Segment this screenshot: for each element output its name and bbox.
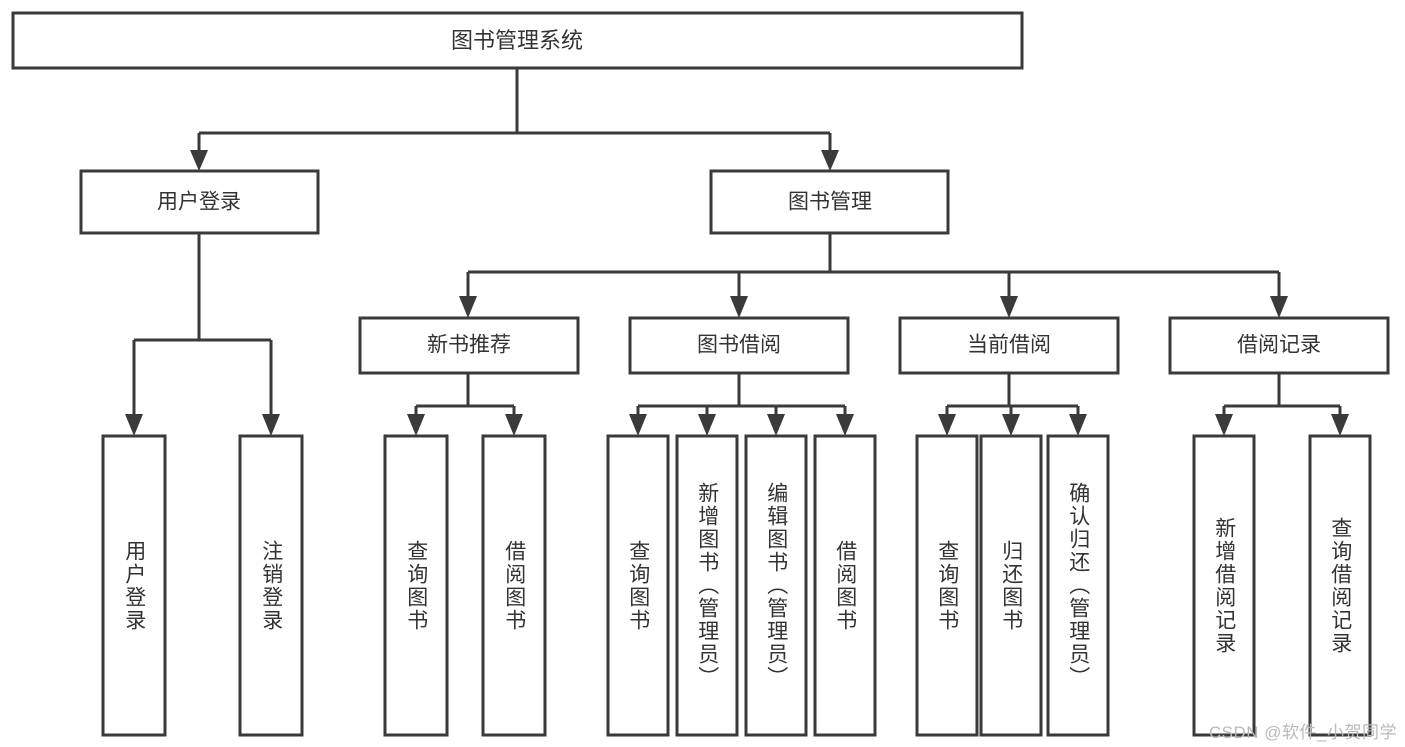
csdn-watermark: CSDN @软件_小贺同学 <box>1208 723 1397 742</box>
arrow-bookborrow-leaf-3 <box>767 414 785 436</box>
node-box-book-management[interactable] <box>709 169 950 235</box>
arrow-bookmgmt-child-2 <box>730 296 748 318</box>
node-box-user-login[interactable] <box>79 169 320 235</box>
node-box-root[interactable] <box>11 11 1024 70</box>
connector-layer <box>125 68 1349 436</box>
node-label-borrow-record: 借阅记录 <box>1237 334 1321 357</box>
arrow-bookmgmt-child-1 <box>459 296 477 318</box>
node-label-current-borrow: 当前借阅 <box>967 334 1051 357</box>
node-box-new-book-recommend[interactable] <box>358 316 580 375</box>
node-label-user-login: 用户登录 <box>157 191 241 214</box>
node-box-leaf-query-book-1[interactable] <box>383 434 449 737</box>
node-label-book-management: 图书管理 <box>788 191 872 214</box>
node-box-leaf-add-book[interactable] <box>675 434 739 737</box>
node-box-book-borrow[interactable] <box>628 316 850 375</box>
node-layer: 图书管理系统 用户登录 图书管理 新书推荐 图书借阅 当前借阅 借阅记录 <box>11 11 1390 737</box>
node-box-leaf-user-login[interactable] <box>101 434 167 737</box>
arrow-bookborrow-leaf-4 <box>836 414 854 436</box>
node-box-leaf-edit-book[interactable] <box>744 434 808 737</box>
node-box-borrow-record[interactable] <box>1168 316 1390 375</box>
arrow-currentborrow-leaf-1 <box>938 414 956 436</box>
node-box-leaf-return-book[interactable] <box>979 434 1043 737</box>
node-box-current-borrow[interactable] <box>898 316 1120 375</box>
arrow-bookmgmt-child-3 <box>1000 296 1018 318</box>
node-box-leaf-confirm-return[interactable] <box>1046 434 1110 737</box>
arrow-userlogin-leaf-2 <box>262 414 280 436</box>
arrow-newbook-leaf-1 <box>407 414 425 436</box>
arrow-root-to-user-login <box>190 150 208 171</box>
node-box-leaf-user-logout[interactable] <box>238 434 304 737</box>
node-box-leaf-borrow-book-2[interactable] <box>813 434 877 737</box>
arrow-borrowrecord-leaf-1 <box>1215 414 1233 436</box>
arrow-borrowrecord-leaf-2 <box>1331 414 1349 436</box>
node-box-leaf-query-book-3[interactable] <box>915 434 979 737</box>
node-label-root: 图书管理系统 <box>451 28 583 53</box>
node-box-leaf-add-record[interactable] <box>1192 434 1256 737</box>
node-box-leaf-borrow-book-1[interactable] <box>481 434 547 737</box>
arrow-newbook-leaf-2 <box>505 414 523 436</box>
arrow-root-to-book-management <box>821 150 839 171</box>
arrow-userlogin-leaf-1 <box>125 414 143 436</box>
node-box-leaf-query-record[interactable] <box>1308 434 1372 737</box>
arrow-currentborrow-leaf-3 <box>1069 414 1087 436</box>
node-box-leaf-query-book-2[interactable] <box>606 434 670 737</box>
node-label-book-borrow: 图书借阅 <box>697 334 781 357</box>
arrow-bookmgmt-child-4 <box>1270 296 1288 318</box>
arrow-currentborrow-leaf-2 <box>1002 414 1020 436</box>
arrow-bookborrow-leaf-1 <box>629 414 647 436</box>
node-label-new-book-recommend: 新书推荐 <box>427 334 511 357</box>
arrow-bookborrow-leaf-2 <box>698 414 716 436</box>
